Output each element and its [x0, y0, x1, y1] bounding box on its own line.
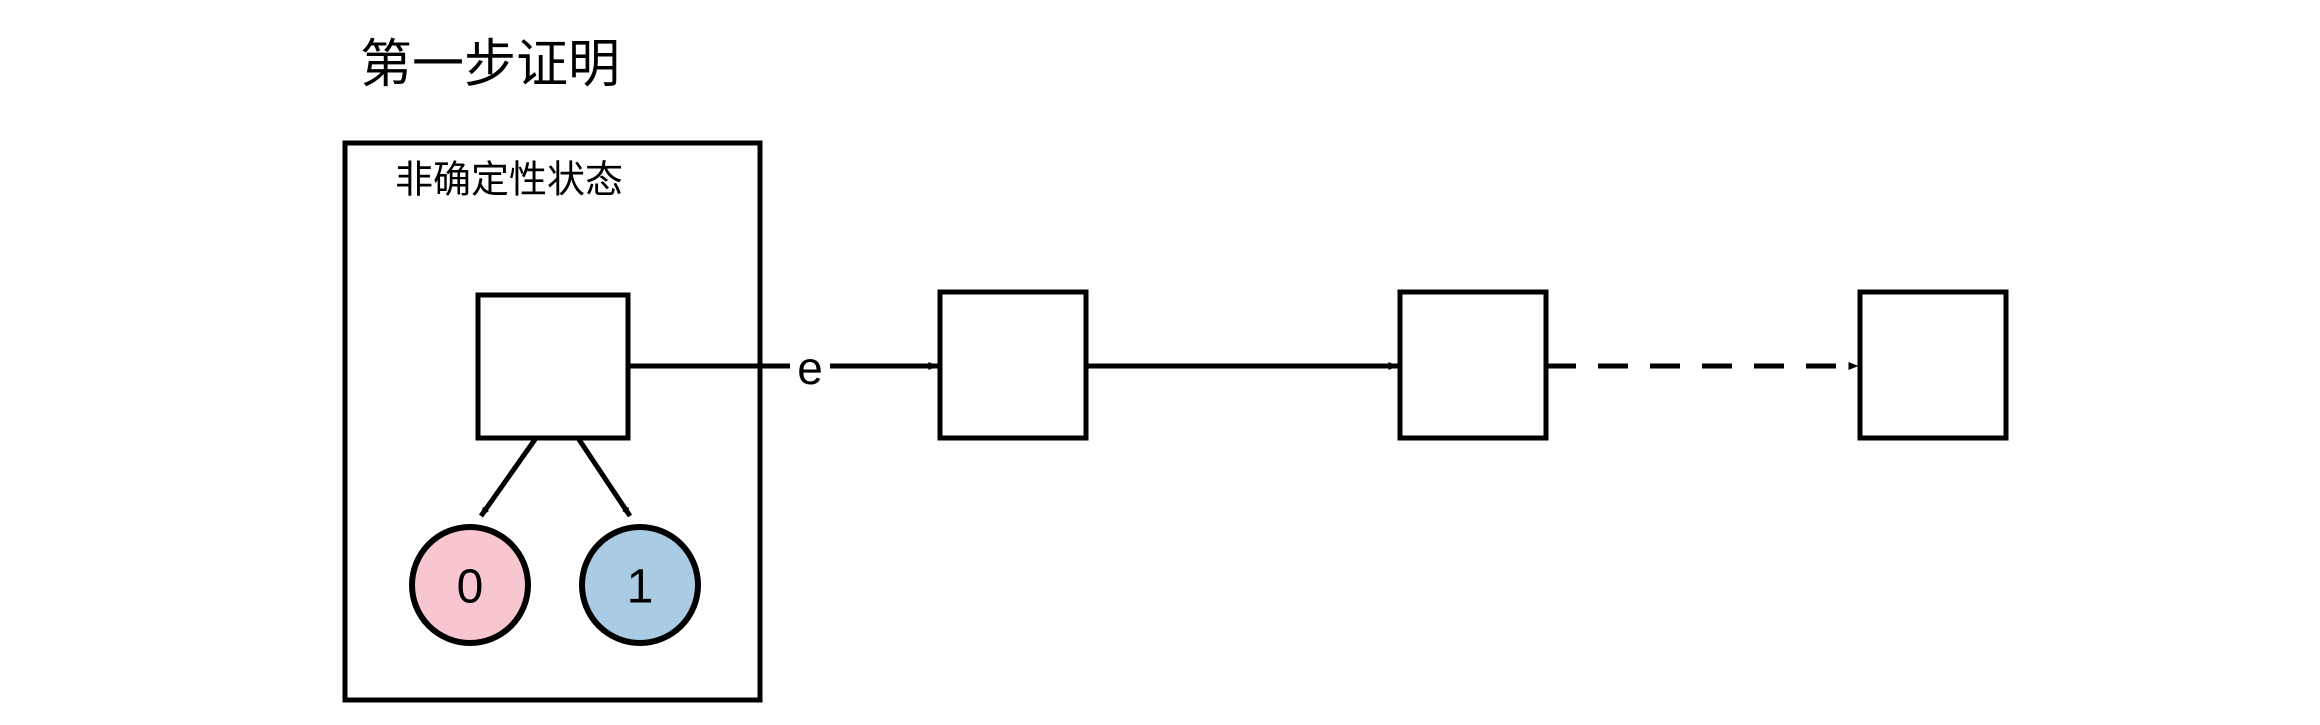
branch-node-zero[interactable] [409, 524, 531, 646]
diagram-title: 第一步证明 [360, 36, 620, 94]
tape-cell-4[interactable] [1857, 289, 2009, 441]
branch-node-zero-label: 0 [457, 561, 484, 614]
branch-node-one-label: 1 [627, 561, 654, 614]
tape-cell-2[interactable] [937, 289, 1089, 441]
branch-node-one[interactable] [579, 524, 701, 646]
branch-arrow-to-zero [478, 436, 539, 518]
branch-arrow-to-one [575, 436, 633, 518]
tape-cell-3[interactable] [1397, 289, 1549, 441]
tape-cell-1[interactable] [475, 292, 631, 441]
connector-1-label: e [797, 342, 823, 394]
nondeterministic-state-group-label: 非确定性状态 [395, 159, 623, 201]
